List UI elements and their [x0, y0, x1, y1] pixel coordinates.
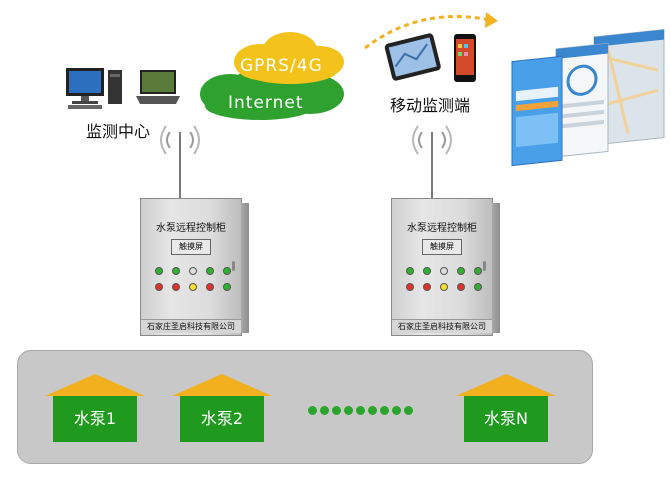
- network-cloud: [200, 32, 344, 120]
- indicator-light: [223, 267, 231, 275]
- indicator-light: [189, 283, 197, 291]
- indicator-light: [189, 267, 197, 275]
- dashed-arrow-icon: [364, 12, 498, 50]
- indicator-light: [423, 267, 431, 275]
- monitoring-center-label: 监测中心: [86, 122, 151, 141]
- indicator-light: [457, 267, 465, 275]
- laptop-icon: [136, 70, 180, 104]
- pump-house-n: 水泵N: [456, 374, 556, 448]
- control-cabinet-2: 水泵远程控制柜 触摸屏 石家庄圣启科技有限公司: [391, 198, 500, 336]
- control-cabinet-1: 水泵远程控制柜 触摸屏 石家庄圣启科技有限公司: [140, 198, 249, 336]
- mobile-app-screens: [511, 29, 665, 167]
- pump-label: 水泵2: [180, 396, 264, 442]
- indicator-light: [474, 267, 482, 275]
- door-handle: [232, 261, 235, 271]
- cloud-bottom-label: Internet: [228, 93, 304, 113]
- indicator-light: [440, 283, 448, 291]
- smartphone-icon: [454, 34, 476, 82]
- touch-screen-label: 触摸屏: [171, 239, 211, 255]
- pump-label: 水泵N: [464, 396, 548, 442]
- door-handle: [483, 261, 486, 271]
- touch-screen-label: 触摸屏: [422, 239, 462, 255]
- indicator-light: [155, 267, 163, 275]
- antenna-signal-icon: [160, 125, 200, 200]
- cabinet-title: 水泵远程控制柜: [156, 223, 226, 234]
- indicator-light: [172, 267, 180, 275]
- cloud-top-label: GPRS/4G: [240, 56, 323, 76]
- indicator-light: [206, 283, 214, 291]
- indicator-light: [423, 283, 431, 291]
- pump-house-1: 水泵1: [45, 374, 145, 448]
- indicator-light: [440, 267, 448, 275]
- indicator-light: [223, 283, 231, 291]
- company-name: 石家庄圣启科技有限公司: [141, 319, 241, 333]
- indicator-light: [406, 283, 414, 291]
- pump-house-2: 水泵2: [172, 374, 272, 448]
- indicator-light: [155, 283, 163, 291]
- desktop-computer-icon: [66, 68, 122, 109]
- indicator-light: [406, 267, 414, 275]
- company-name: 石家庄圣启科技有限公司: [392, 319, 492, 333]
- indicator-light: [172, 283, 180, 291]
- indicator-light: [457, 283, 465, 291]
- tablet-icon: [384, 33, 441, 81]
- indicator-light: [474, 283, 482, 291]
- mobile-monitoring-label: 移动监测端: [390, 96, 471, 115]
- cabinet-title: 水泵远程控制柜: [407, 223, 477, 234]
- indicator-light: [206, 267, 214, 275]
- pump-label: 水泵1: [53, 396, 137, 442]
- antenna-signal-icon: [412, 125, 452, 200]
